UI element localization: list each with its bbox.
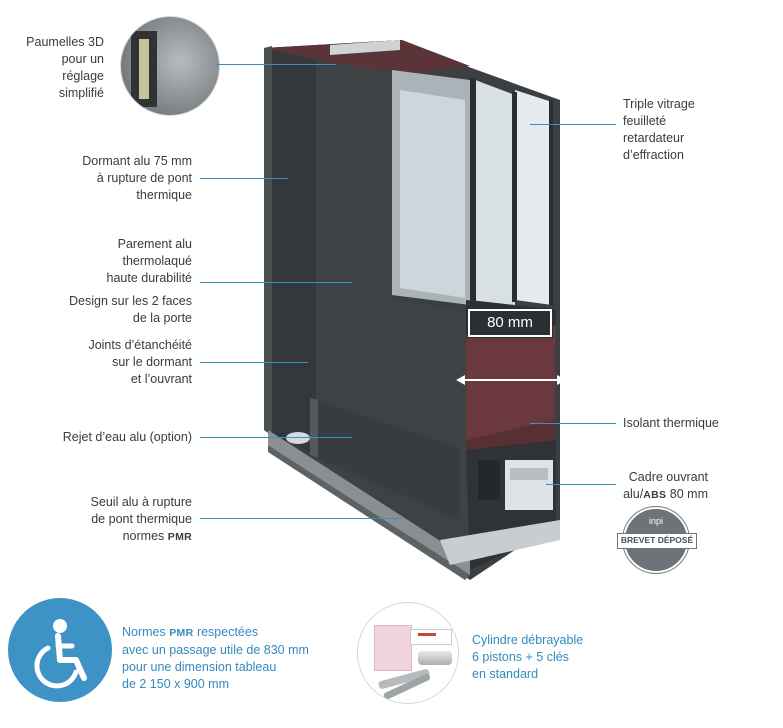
line-isolant (530, 423, 616, 424)
dimension-box: 80 mm (468, 309, 552, 337)
label-parement: Parement alu thermolaqué haute durabilit… (106, 237, 192, 285)
line-rejet (200, 437, 352, 438)
wheelchair-icon (34, 619, 87, 689)
dimension-arrow (456, 375, 566, 385)
line-dormant (200, 178, 288, 179)
line-parement (200, 282, 352, 283)
line-seuil (200, 518, 402, 519)
line-vitrage (530, 124, 616, 125)
label-cadre: Cadre ouvrant alu/ABS 80 mm (623, 470, 708, 501)
badge-main-text: BREVET DÉPOSÉ (620, 535, 694, 545)
label-paumelles: Paumelles 3D pour un réglage simplifié (26, 35, 104, 100)
inpi-badge: inpi BREVET DÉPOSÉ (617, 507, 697, 573)
label-cylindre: Cylindre débrayable 6 pistons + 5 clés e… (472, 633, 584, 681)
cylinder-keys-photo (357, 602, 459, 704)
label-joints: Joints d’étanchéité sur le dormant et l’… (88, 338, 192, 386)
hinge-photo (120, 16, 220, 116)
line-joints (200, 362, 308, 363)
label-isolant: Isolant thermique (623, 416, 719, 430)
label-seuil: Seuil alu à rupture de pont thermique no… (90, 495, 192, 543)
badge-top-text: inpi (648, 516, 663, 526)
line-cadre (546, 484, 616, 485)
label-vitrage: Triple vitrage feuilleté retardateur d’e… (623, 97, 695, 162)
line-paumelles (216, 64, 336, 65)
pmr-circle (8, 598, 112, 702)
label-design: Design sur les 2 faces de la porte (69, 294, 192, 325)
dimension-label: 80 mm (487, 314, 533, 331)
label-pmr: Normes PMR respectées avec un passage ut… (122, 625, 309, 691)
label-rejet: Rejet d’eau alu (option) (62, 430, 192, 444)
label-dormant: Dormant alu 75 mm à rupture de pont ther… (82, 154, 192, 202)
